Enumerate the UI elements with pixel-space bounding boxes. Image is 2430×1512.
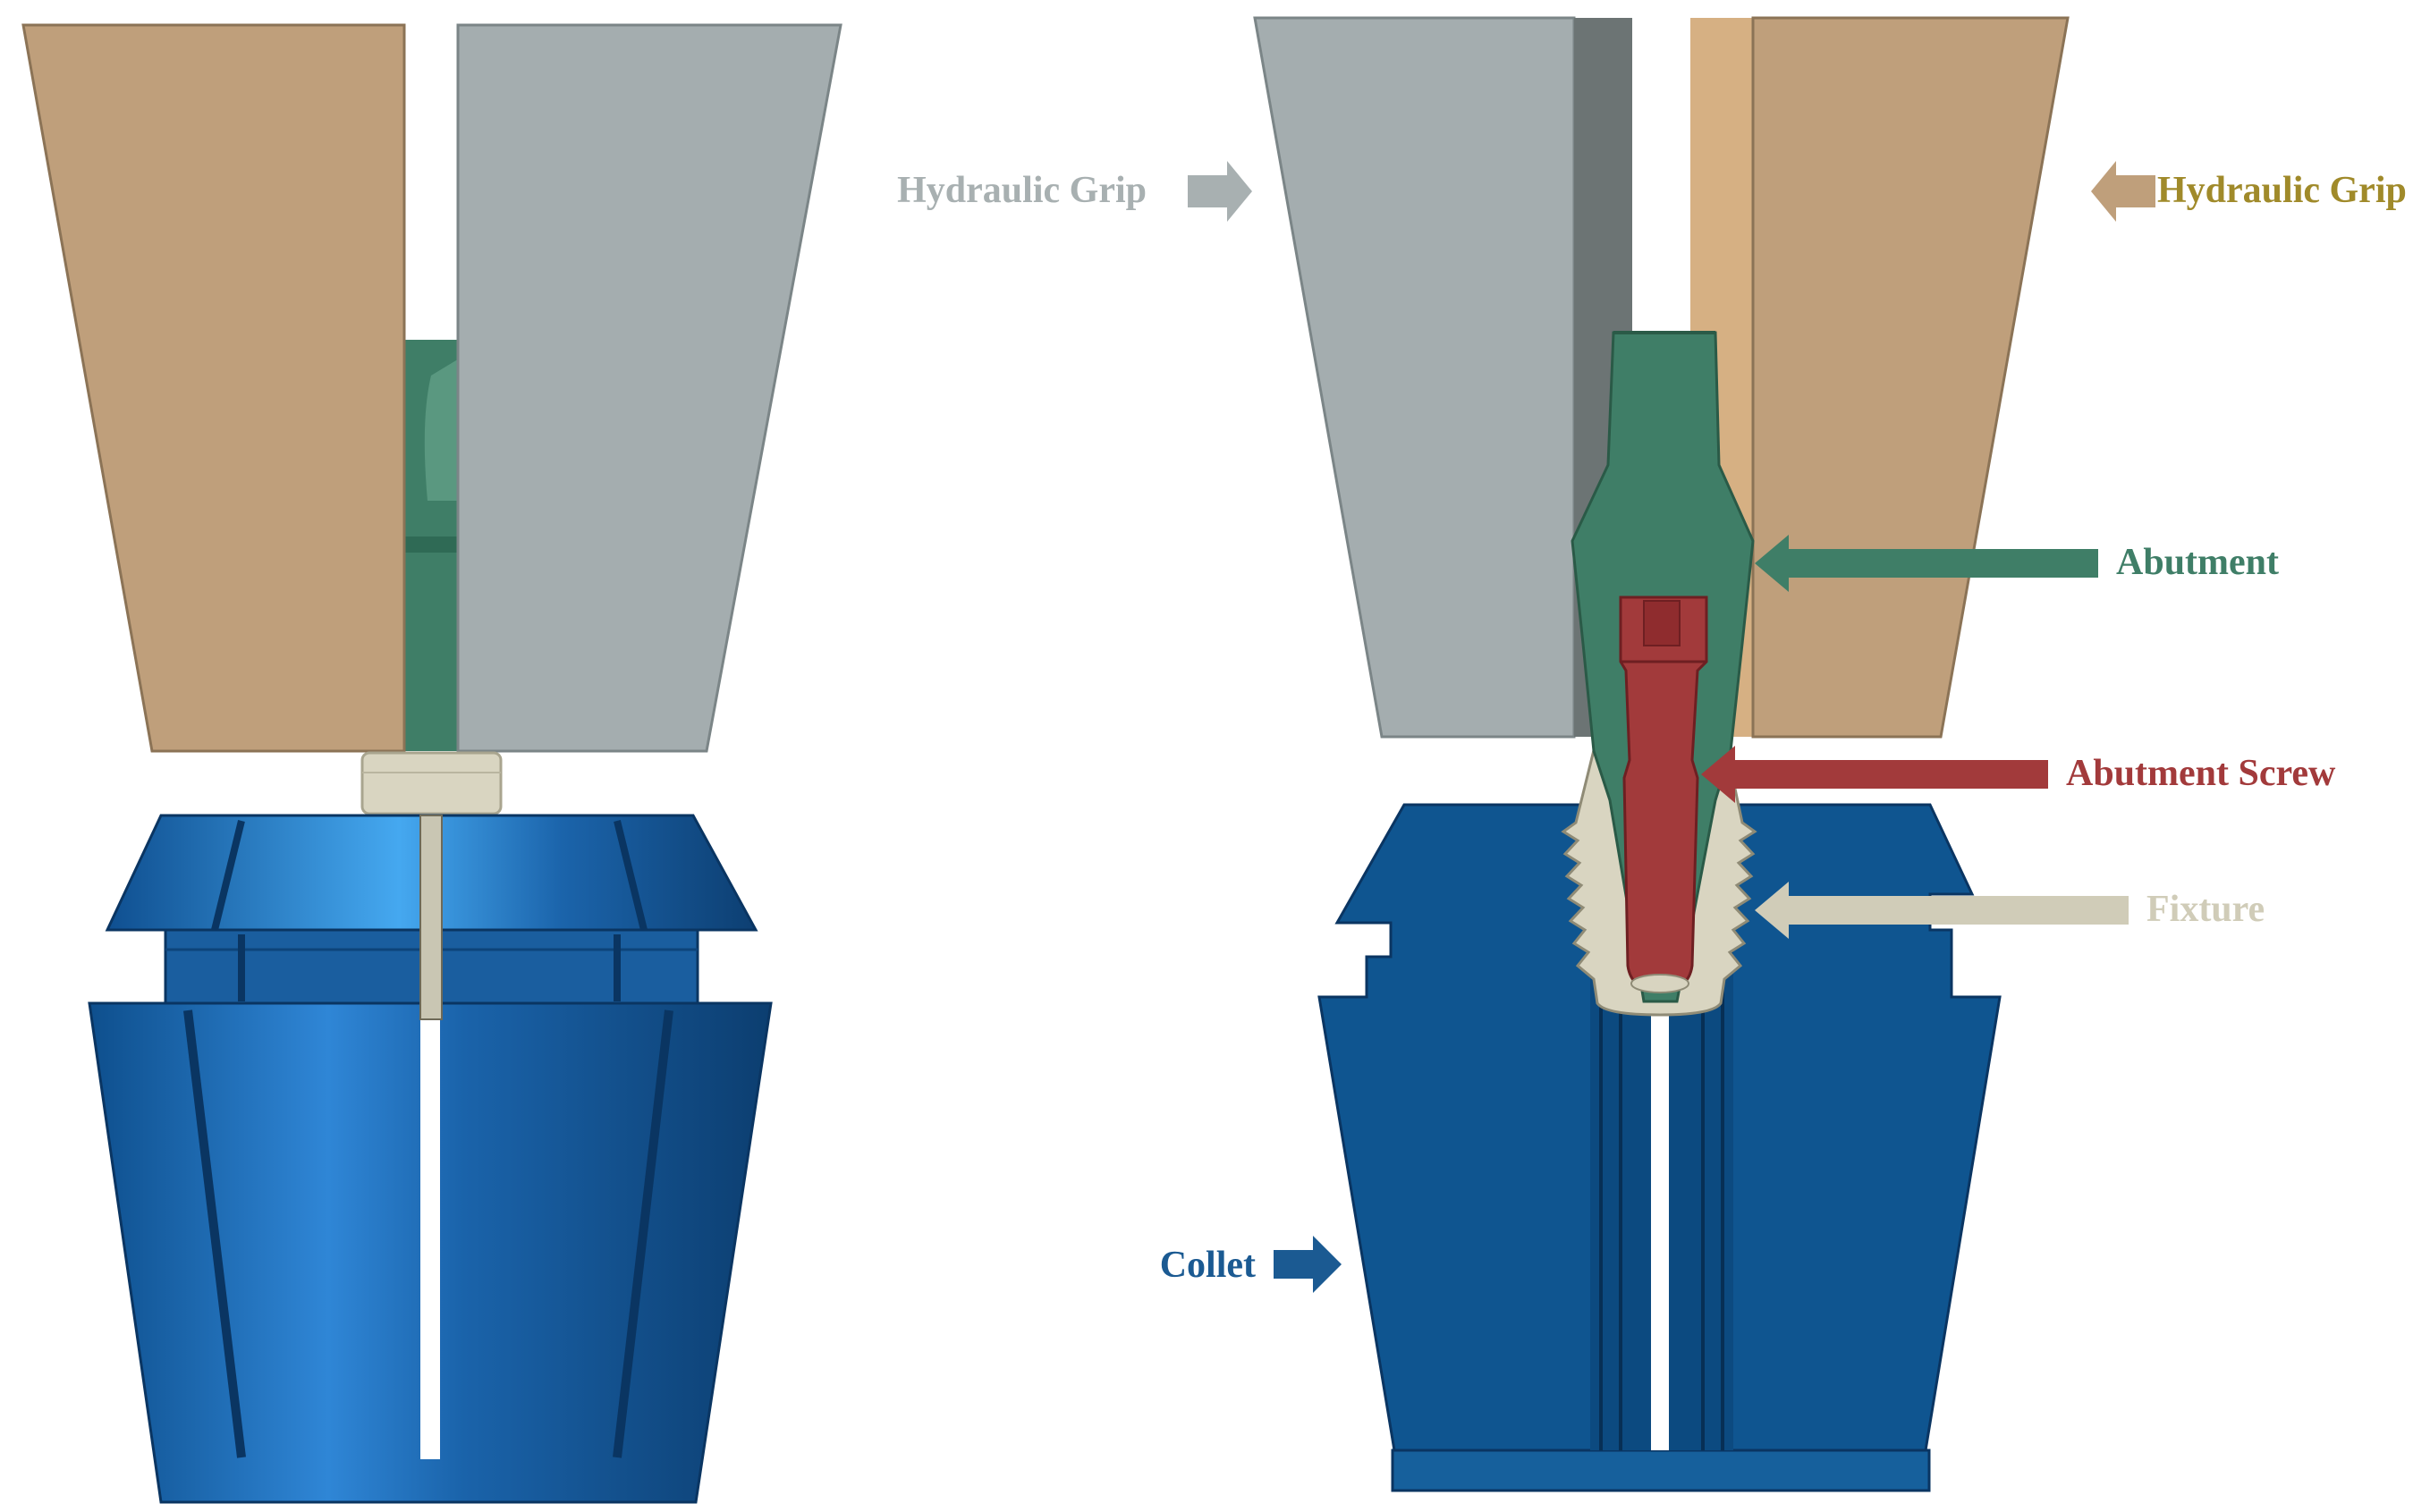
right-abutment-screw	[1619, 596, 1708, 993]
right-section-view	[1253, 16, 2070, 1492]
label-hydraulic-grip-tan: Hydraulic Grip	[2091, 161, 2407, 222]
right-screw-tip	[1630, 974, 1689, 993]
label-abutment-screw: Abutment Screw	[1701, 746, 2336, 803]
right-screw-head-socket	[1643, 600, 1681, 646]
right-gray-grip	[1253, 16, 1576, 739]
label-fixture: Fixture	[1755, 882, 2265, 939]
left-exterior-view	[21, 23, 842, 1504]
label-hydraulic-grip-gray: Hydraulic Grip	[897, 161, 1252, 222]
hydraulic-grip-gray-label: Hydraulic Grip	[897, 170, 1147, 211]
abutment-screw-label: Abutment Screw	[2066, 753, 2336, 794]
collet-arrow-icon	[1274, 1236, 1342, 1293]
left-abutment-ring	[398, 536, 461, 553]
fixture-arrow-icon	[1755, 882, 2129, 939]
left-collet-slit-4	[614, 820, 648, 931]
fixture-label: Fixture	[2146, 889, 2265, 930]
left-collet-slit-2	[613, 1009, 673, 1458]
abutment-screw-arrow-icon	[1701, 746, 2048, 803]
right-collet-center-slit	[1651, 1010, 1669, 1450]
label-collet: Collet	[1160, 1236, 1342, 1293]
hydraulic-grip-tan-label: Hydraulic Grip	[2157, 170, 2407, 211]
label-abutment: Abutment	[1755, 535, 2279, 592]
right-tan-grip	[1751, 16, 2070, 739]
left-collet-slit-1	[183, 1009, 246, 1458]
right-collet-base	[1391, 1449, 1931, 1492]
left-collet-center-slit	[420, 1019, 440, 1459]
left-abutment-highlight	[424, 358, 461, 501]
left-fixture-collar	[360, 751, 503, 815]
left-fixture-thread	[419, 815, 443, 1020]
left-collet-slit-3	[211, 820, 245, 931]
hydraulic-grip-tan-arrow-icon	[2091, 161, 2155, 222]
abutment-label: Abutment	[2116, 542, 2279, 583]
collet-label: Collet	[1160, 1245, 1256, 1286]
hydraulic-grip-gray-arrow-icon	[1188, 161, 1252, 222]
left-tan-grip	[21, 23, 406, 753]
abutment-arrow-icon	[1755, 535, 2098, 592]
left-gray-grip	[456, 23, 842, 753]
